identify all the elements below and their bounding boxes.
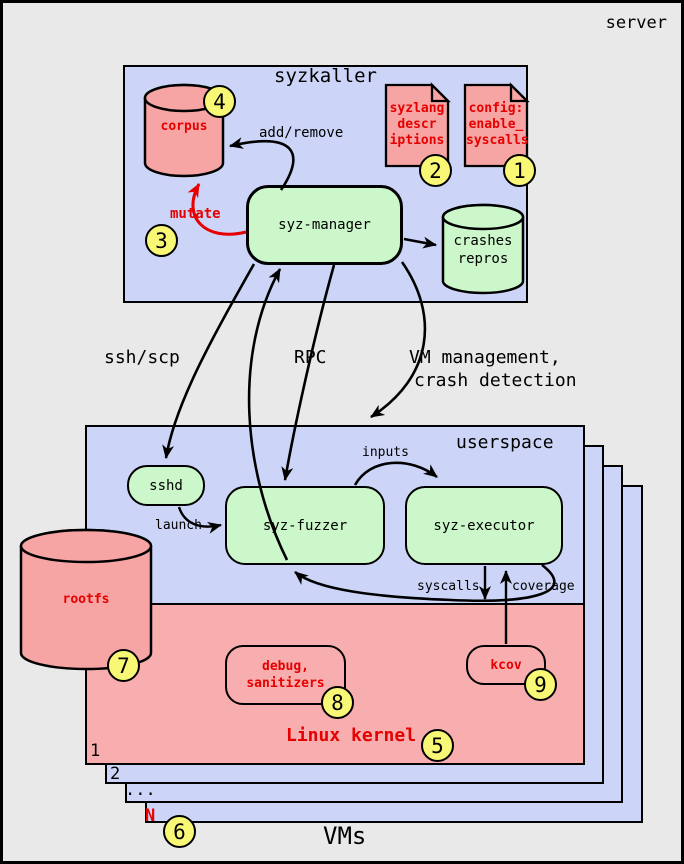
rootfs-label: rootfs xyxy=(62,592,110,607)
coverage-label: coverage xyxy=(512,579,575,594)
syz-executor-node: syz-executor xyxy=(405,486,563,565)
server-label: server xyxy=(605,13,667,33)
vm-management-label-line2: crash detection xyxy=(414,370,577,391)
badge-3: 3 xyxy=(145,224,178,257)
add-remove-label: add/remove xyxy=(259,125,344,141)
syz-fuzzer-node: syz-fuzzer xyxy=(225,486,385,565)
vm-number-ellipsis: ... xyxy=(125,780,156,800)
syzkaller-title: syzkaller xyxy=(274,65,377,87)
syz-manager-node: syz-manager xyxy=(246,185,403,265)
ssh-label: ssh/scp xyxy=(104,347,180,368)
badge-6: 6 xyxy=(163,815,196,848)
sshd-node: sshd xyxy=(127,465,205,506)
syz-manager-label: syz-manager xyxy=(278,217,371,233)
vm-number-2: 2 xyxy=(110,764,121,784)
badge-1: 1 xyxy=(503,154,536,187)
badge-8: 8 xyxy=(321,686,354,719)
vm-number-n: N xyxy=(145,806,156,826)
badge-5: 5 xyxy=(421,729,454,762)
vm-number-1: 1 xyxy=(90,741,101,761)
badge-9: 9 xyxy=(524,668,557,701)
syscalls-label: syscalls xyxy=(417,579,480,594)
inputs-label: inputs xyxy=(362,445,409,460)
corpus-label: corpus xyxy=(160,119,208,134)
badge-2: 2 xyxy=(419,154,452,187)
userspace-label: userspace xyxy=(456,432,554,453)
launch-label: launch xyxy=(155,518,202,533)
rpc-label: RPC xyxy=(294,347,327,368)
sshd-label: sshd xyxy=(149,477,183,494)
badge-4: 4 xyxy=(203,85,236,118)
syz-executor-label: syz-executor xyxy=(433,517,535,534)
mutate-label: mutate xyxy=(170,206,221,222)
debug-sanitizers-label: debug,sanitizers xyxy=(246,659,325,691)
kcov-label: kcov xyxy=(490,657,522,673)
vms-label: VMs xyxy=(323,822,367,850)
badge-7: 7 xyxy=(107,649,140,682)
linux-kernel-label: Linux kernel xyxy=(286,725,417,746)
vm-management-label-line1: VM management, xyxy=(409,347,561,368)
doc-config-label: config:enable_syscalls xyxy=(466,101,529,148)
syz-fuzzer-label: syz-fuzzer xyxy=(262,517,348,534)
